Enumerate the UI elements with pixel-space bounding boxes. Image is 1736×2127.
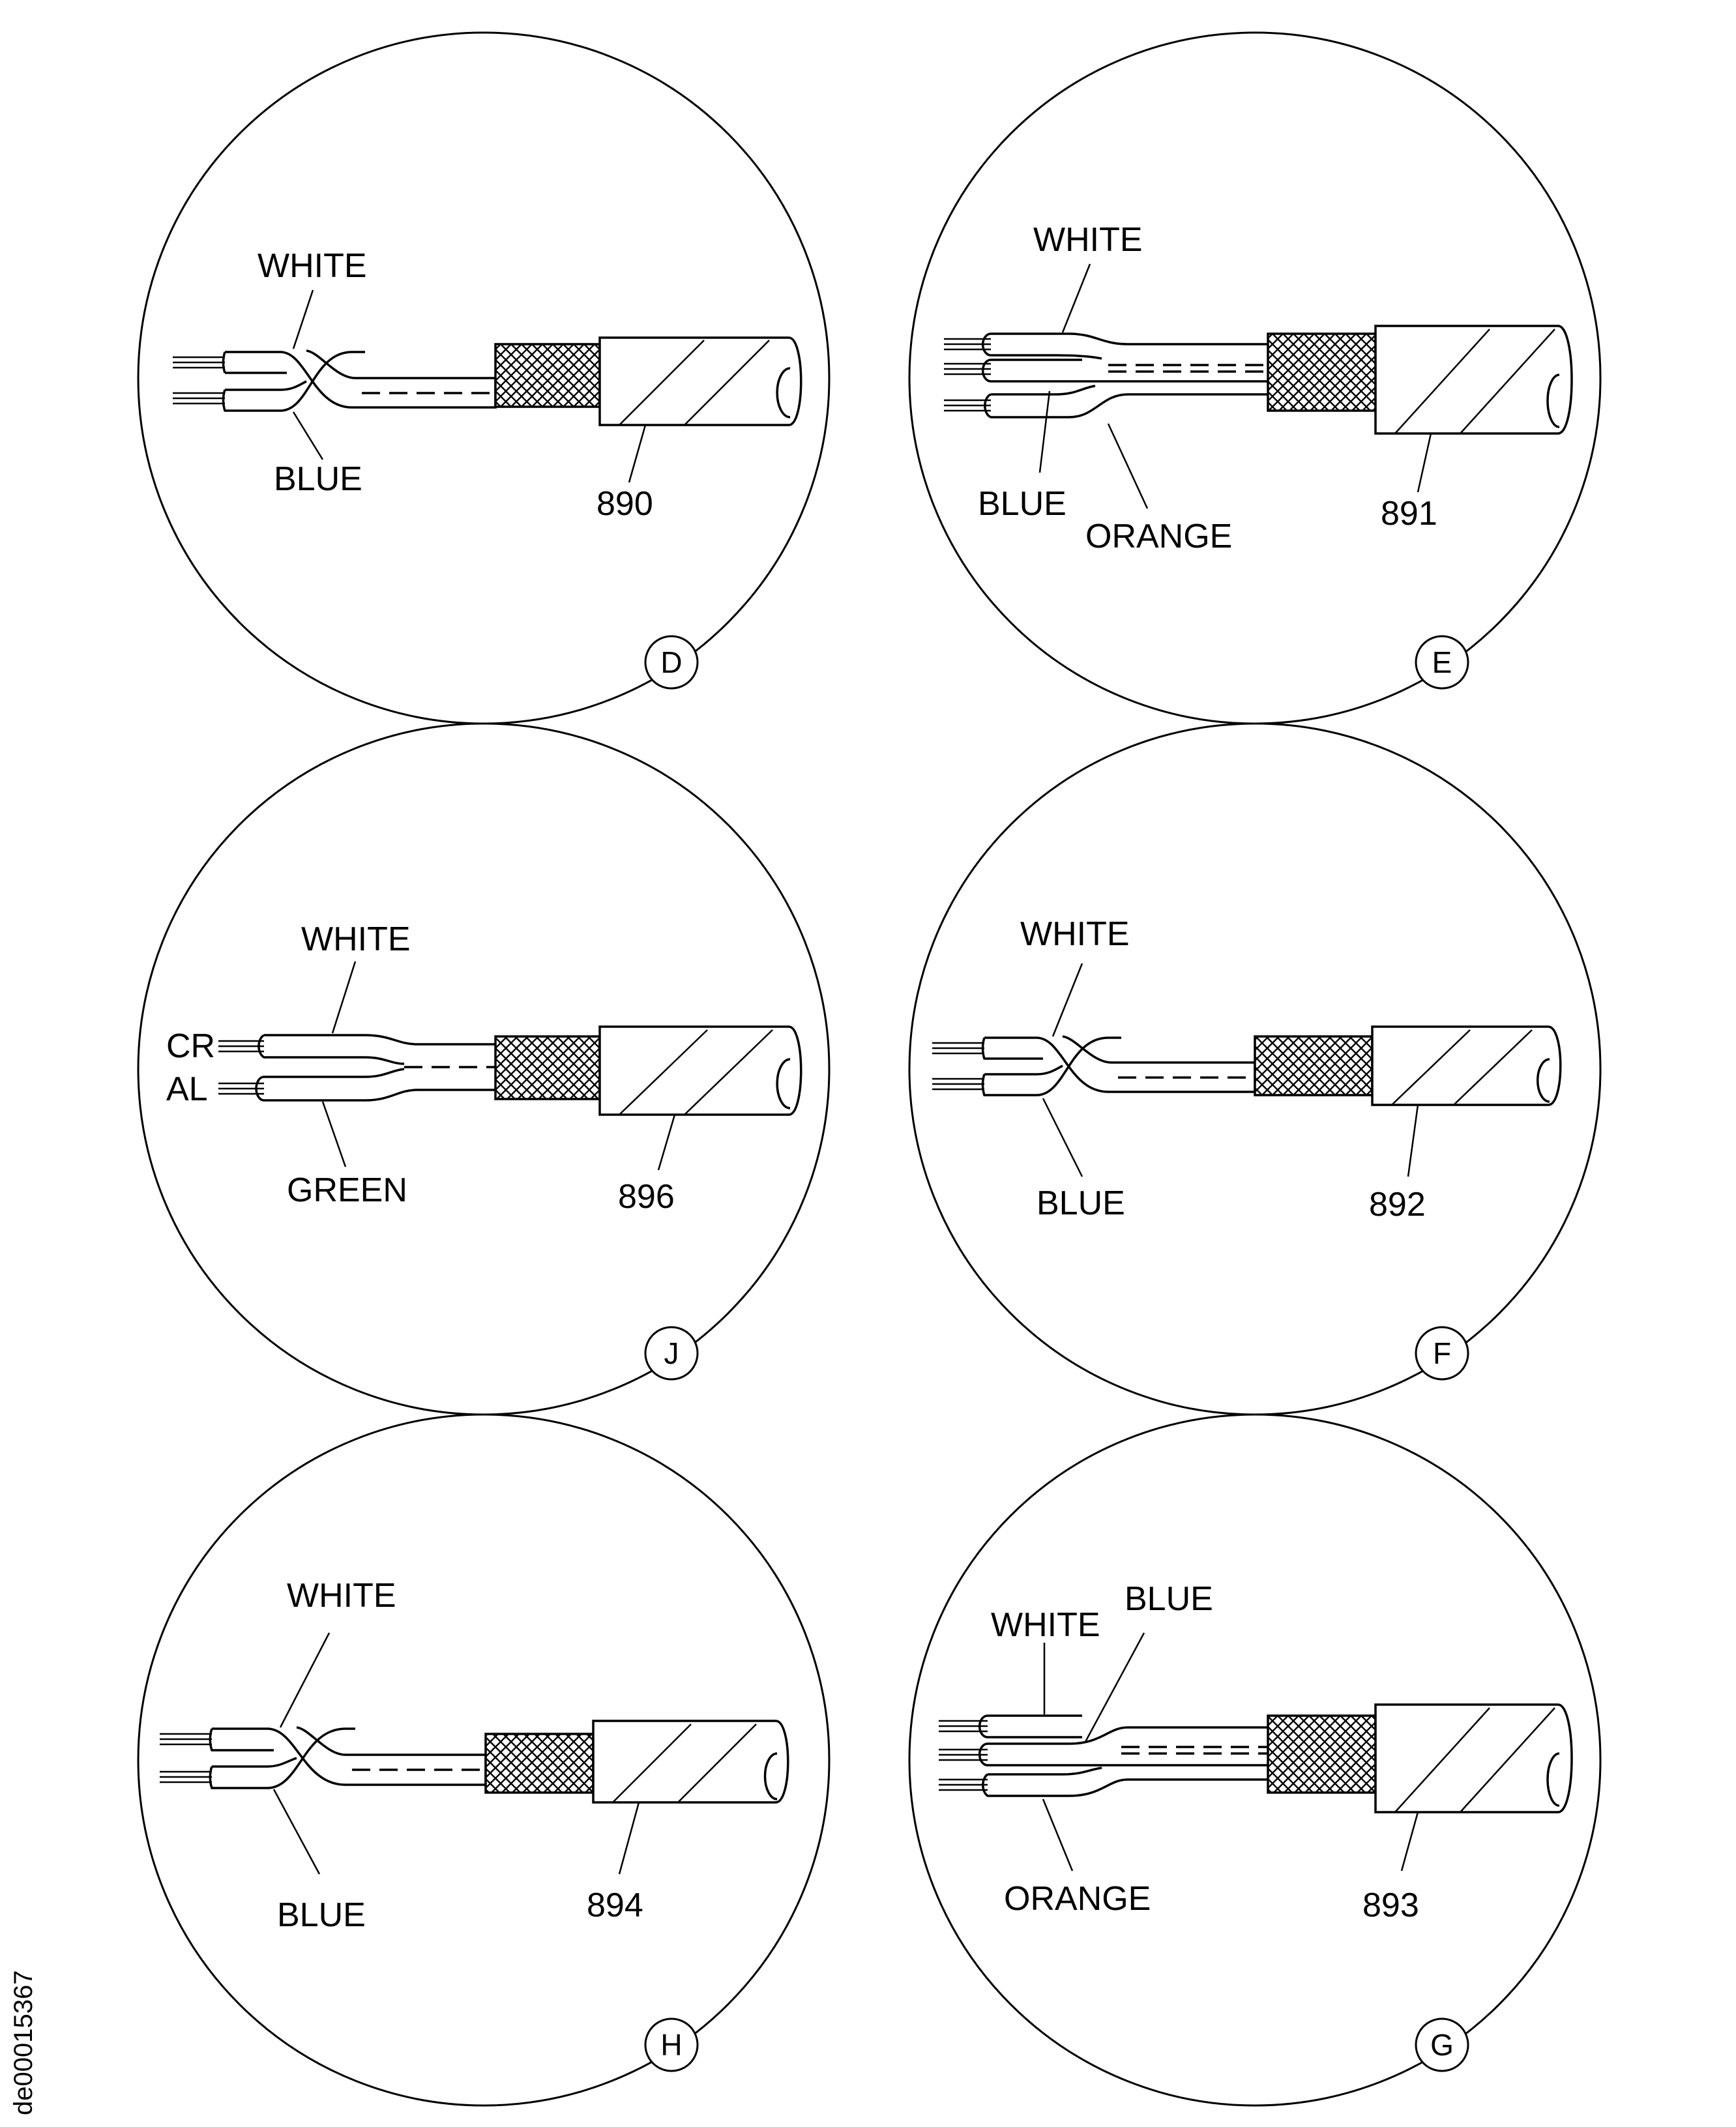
white-conductor xyxy=(984,1035,1256,1093)
terminal-label-cr: CR xyxy=(166,1027,215,1065)
cable-number: 894 xyxy=(587,1886,643,1924)
blue-conductor xyxy=(978,1742,1268,1767)
cable-number: 891 xyxy=(1381,495,1437,533)
orange-conductor xyxy=(982,1773,1268,1797)
wire-strands xyxy=(160,1733,212,1783)
panel-f: WHITE BLUE 892 F xyxy=(908,722,1602,1416)
cable-jacket xyxy=(598,1025,802,1116)
wire-label-blue: BLUE xyxy=(1125,1580,1213,1618)
orange-conductor xyxy=(984,393,1268,418)
panel-id: G xyxy=(1430,2028,1454,2062)
panel-e: WHITE BLUE ORANGE 891 E xyxy=(908,31,1602,725)
white-conductor xyxy=(212,1726,487,1786)
wire-label-green: GREEN xyxy=(287,1171,407,1209)
panel-id: E xyxy=(1432,645,1452,679)
cable-jacket xyxy=(1371,1025,1562,1106)
detail-circle xyxy=(908,1413,1602,2107)
document-code: de00015367 xyxy=(9,1970,38,2115)
white-conductor xyxy=(978,1714,1082,1738)
panel-id: H xyxy=(660,2028,682,2062)
blue-conductor xyxy=(981,1036,1121,1096)
panel-d: WHITE BLUE 890 D xyxy=(137,31,831,725)
panel-h: WHITE BLUE 894 H xyxy=(137,1413,831,2107)
white-conductor xyxy=(991,332,1268,345)
cable-number: 893 xyxy=(1362,1886,1419,1924)
cable-jacket xyxy=(1374,1703,1573,1813)
cable-jacket xyxy=(1374,325,1573,435)
white-conductor xyxy=(225,349,497,409)
wire-label-orange: ORANGE xyxy=(1004,1880,1151,1918)
panel-id: D xyxy=(660,645,682,679)
cable-drawing xyxy=(944,263,1573,509)
wire-label-white: WHITE xyxy=(257,247,367,285)
panel-id-badge xyxy=(644,635,699,690)
wire-label-white: WHITE xyxy=(301,920,411,958)
cable-number: 890 xyxy=(596,485,653,523)
wire-label-white: WHITE xyxy=(991,1606,1100,1644)
blue-conductor xyxy=(222,351,365,412)
detail-circle xyxy=(137,1413,831,2107)
panel-j: WHITE CR AL GREEN 896 J xyxy=(137,722,831,1416)
braid-shield xyxy=(1254,1035,1374,1096)
wire-label-white: WHITE xyxy=(1033,221,1143,259)
cable-drawing xyxy=(932,963,1562,1177)
panel-id-badge xyxy=(1415,635,1469,690)
green-conductor xyxy=(255,1076,495,1102)
white-conductor xyxy=(257,1034,405,1065)
wire-label-white: WHITE xyxy=(287,1577,396,1615)
cable-drawing xyxy=(173,289,802,483)
panel-id-badge xyxy=(644,2017,699,2072)
braid-shield xyxy=(494,1035,601,1100)
wire-strands xyxy=(932,1042,984,1091)
wire-strands xyxy=(173,356,225,405)
wire-label-orange: ORANGE xyxy=(1085,518,1232,555)
wire-label-blue: BLUE xyxy=(274,460,362,498)
braid-shield xyxy=(1267,1714,1377,1794)
braid-shield xyxy=(484,1733,595,1794)
cable-jacket xyxy=(598,336,802,426)
blue-conductor xyxy=(981,359,1268,383)
cable-number: 896 xyxy=(618,1178,675,1216)
braid-shield xyxy=(1267,332,1377,412)
panel-g: WHITE BLUE ORANGE 893 G xyxy=(908,1413,1602,2107)
panel-id-badge xyxy=(1415,1326,1469,1381)
panel-id-badge xyxy=(644,1326,699,1381)
wire-label-white: WHITE xyxy=(1020,915,1130,953)
wire-label-blue: BLUE xyxy=(978,485,1067,523)
terminal-label-al: AL xyxy=(166,1070,208,1108)
braid-shield xyxy=(494,343,601,408)
cable-drawing xyxy=(939,1632,1573,1871)
cable-drawing xyxy=(218,961,802,1171)
cable-number: 892 xyxy=(1369,1186,1426,1224)
panel-id-badge xyxy=(1415,2017,1469,2072)
cable-drawing xyxy=(160,1632,789,1875)
wire-label-blue: BLUE xyxy=(277,1896,366,1934)
panel-id: F xyxy=(1433,1336,1451,1370)
wire-label-blue: BLUE xyxy=(1037,1184,1125,1222)
blue-conductor xyxy=(209,1727,355,1789)
panel-id: J xyxy=(664,1336,679,1370)
